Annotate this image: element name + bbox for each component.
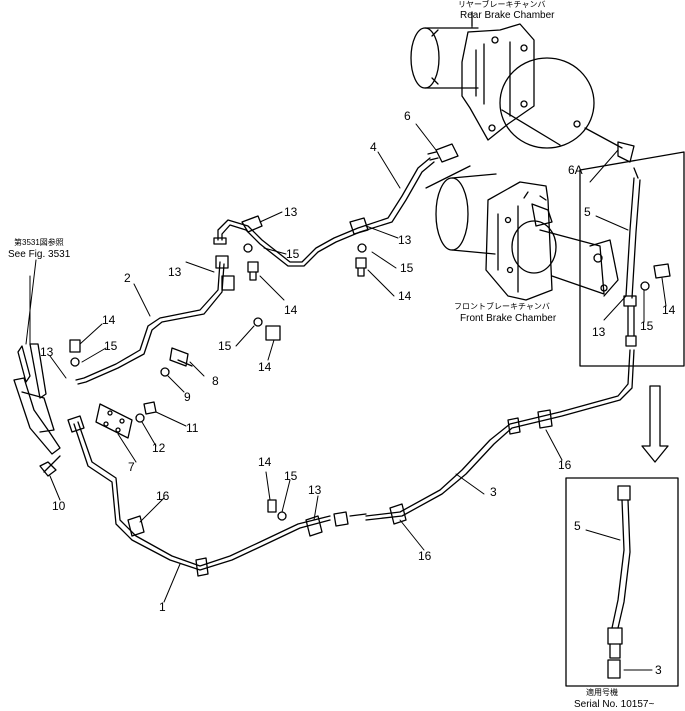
down-arrow: [641, 385, 669, 463]
part-label-15: 15: [640, 319, 654, 333]
bracket-7: [95, 347, 193, 439]
part-label-12: 12: [152, 441, 166, 455]
front-chamber-caption: Front Brake Chamber: [460, 313, 557, 324]
part-label-8: 8: [212, 374, 219, 388]
serial-inset: [565, 477, 679, 687]
part-label-15: 15: [400, 261, 414, 275]
hose-5: [623, 167, 641, 347]
part-label-13: 13: [592, 325, 606, 339]
rear-chamber-caption: Rear Brake Chamber: [460, 10, 555, 21]
part-label-7: 7: [128, 460, 135, 474]
part-label-1: 1: [159, 600, 166, 614]
part-label-6: 6: [404, 109, 411, 123]
fitting-6: [427, 143, 459, 163]
part-label-16: 16: [418, 549, 432, 563]
part-label-13: 13: [168, 265, 182, 279]
clamp-13-upper: [241, 215, 369, 253]
rear-brake-chamber: [410, 11, 635, 163]
part-label-14: 14: [662, 303, 676, 317]
callout-frame: [579, 151, 685, 367]
tube-2: [75, 255, 235, 385]
part-label-16: 16: [156, 489, 170, 503]
part-label-13: 13: [398, 233, 412, 247]
part-label-11: 11: [186, 421, 199, 435]
part-label-14: 14: [102, 313, 116, 327]
part-label-16: 16: [558, 458, 572, 472]
tube-1: [67, 415, 331, 577]
see-fig-caption: See Fig. 3531: [8, 249, 71, 260]
rear-chamber-caption-jp: リヤーブレーキチャンバ: [458, 0, 546, 9]
tube-3: [365, 349, 635, 521]
leader-lines: [25, 11, 667, 671]
part-label-5: 5: [584, 205, 591, 219]
part-label-15: 15: [284, 469, 298, 483]
front-chamber-caption-jp: フロントブレーキチャンバ: [454, 302, 550, 311]
part-label-13: 13: [40, 345, 54, 359]
clamps-16: [127, 409, 553, 537]
part-label-5-inset: 5: [574, 519, 581, 533]
part-label-14: 14: [398, 289, 412, 303]
part-label-15: 15: [104, 339, 118, 353]
part-label-14: 14: [284, 303, 298, 317]
part-label-13: 13: [308, 483, 322, 497]
bracket-assembly: [13, 343, 61, 477]
front-brake-chamber: [435, 173, 619, 301]
part-label-13: 13: [284, 205, 298, 219]
part-label-2: 2: [124, 271, 131, 285]
part-label-6a: 6A: [568, 163, 583, 177]
bolts-14-upper: [247, 257, 671, 291]
part-label-4: 4: [370, 140, 377, 154]
part-label-9: 9: [184, 390, 191, 404]
leader-6a: [425, 165, 471, 189]
hardware-15-14-mid: [69, 317, 287, 521]
see-fig-caption-jp: 第3531図参照: [14, 238, 64, 247]
part-label-10: 10: [52, 499, 66, 513]
part-label-3-inset: 3: [655, 663, 662, 677]
serial-caption-jp: 適用号機: [586, 688, 618, 697]
part-label-14: 14: [258, 360, 272, 374]
part-label-3: 3: [490, 485, 497, 499]
tube-4: [213, 157, 435, 267]
serial-caption: Serial No. 10157~: [574, 699, 655, 710]
part-label-15: 15: [286, 247, 300, 261]
part-label-14: 14: [258, 455, 272, 469]
part-label-15: 15: [218, 339, 232, 353]
